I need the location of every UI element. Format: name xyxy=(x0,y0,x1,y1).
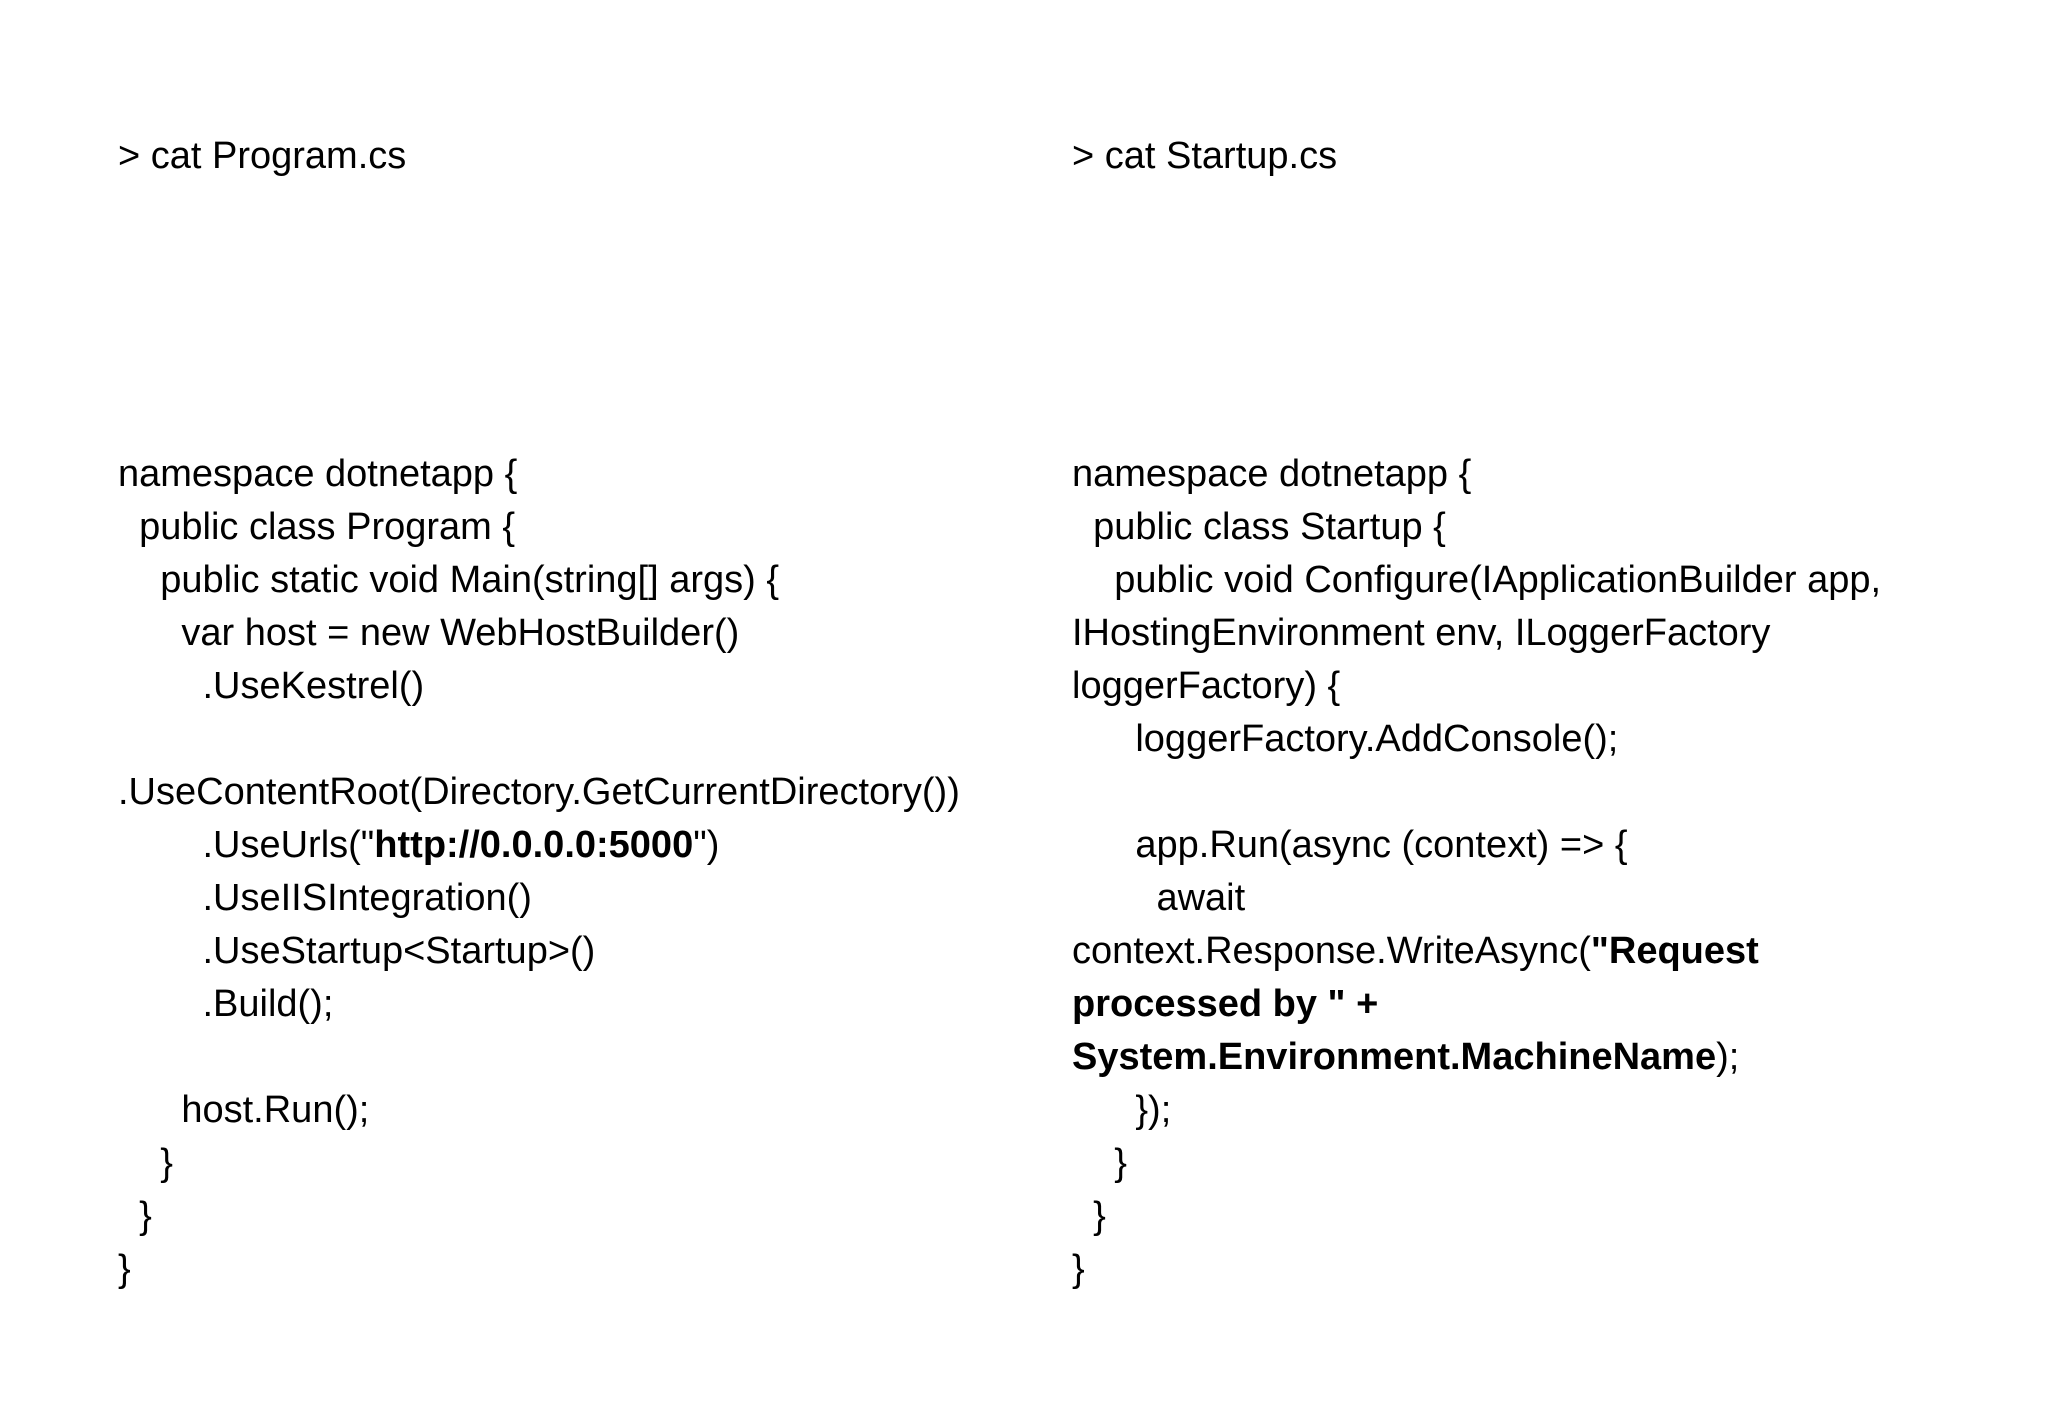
code-line: } xyxy=(1072,1248,1085,1290)
code-line: await context.Response.WriteAsync("Reque… xyxy=(1072,872,1932,1084)
code-line: public class Program { xyxy=(118,506,516,548)
code-text: await context.Response.WriteAsync( xyxy=(1072,877,1591,972)
left-prompt-line: > cat Program.cs xyxy=(118,135,407,177)
code-line: public static void Main(string[] args) { xyxy=(118,559,780,601)
left-spacer xyxy=(118,289,998,342)
code-text: .UseUrls(" xyxy=(118,824,375,866)
right-spacer xyxy=(1072,289,1932,342)
code-line: public void Configure(IApplicationBuilde… xyxy=(1072,559,1892,707)
code-string-literal: http://0.0.0.0:5000 xyxy=(374,824,694,866)
code-line: } xyxy=(1072,1142,1127,1184)
right-prompt-line: > cat Startup.cs xyxy=(1072,135,1338,177)
code-line: loggerFactory.AddConsole(); xyxy=(1072,718,1619,760)
code-line: var host = new WebHostBuilder() xyxy=(118,612,740,654)
left-code-block: namespace dotnetapp { public class Progr… xyxy=(118,448,998,1296)
left-code-column: > cat Program.cs namespace dotnetapp { p… xyxy=(118,24,998,1402)
code-line: } xyxy=(118,1195,152,1237)
code-line: .Build(); xyxy=(118,983,334,1025)
slide-canvas: > cat Program.cs namespace dotnetapp { p… xyxy=(118,135,1882,1290)
code-line: .UseContentRoot(Directory.GetCurrentDire… xyxy=(118,718,960,813)
right-code-block: namespace dotnetapp { public class Start… xyxy=(1072,448,1932,1296)
code-line: }); xyxy=(1072,1089,1172,1131)
code-line: namespace dotnetapp { xyxy=(118,453,518,495)
code-line: public class Startup { xyxy=(1072,506,1446,548)
code-line: .UseKestrel() xyxy=(118,665,425,707)
code-line: namespace dotnetapp { xyxy=(1072,453,1472,495)
code-line xyxy=(1072,766,1932,819)
code-text: ); xyxy=(1716,1036,1740,1078)
code-line: .UseIISIntegration() xyxy=(118,877,532,919)
code-line: .UseUrls("http://0.0.0.0:5000") xyxy=(118,819,998,872)
code-line: app.Run(async (context) => { xyxy=(1072,824,1628,866)
code-line: } xyxy=(118,1142,173,1184)
code-line: .UseStartup<Startup>() xyxy=(118,930,596,972)
code-text: ") xyxy=(693,824,720,866)
code-string-literal: "Request processed by " + System.Environ… xyxy=(1072,930,1770,1078)
code-line: } xyxy=(1072,1195,1106,1237)
code-line xyxy=(118,1031,998,1084)
code-line: host.Run(); xyxy=(118,1089,370,1131)
right-code-column: > cat Startup.cs namespace dotnetapp { p… xyxy=(1072,24,1932,1402)
code-line: } xyxy=(118,1248,131,1290)
